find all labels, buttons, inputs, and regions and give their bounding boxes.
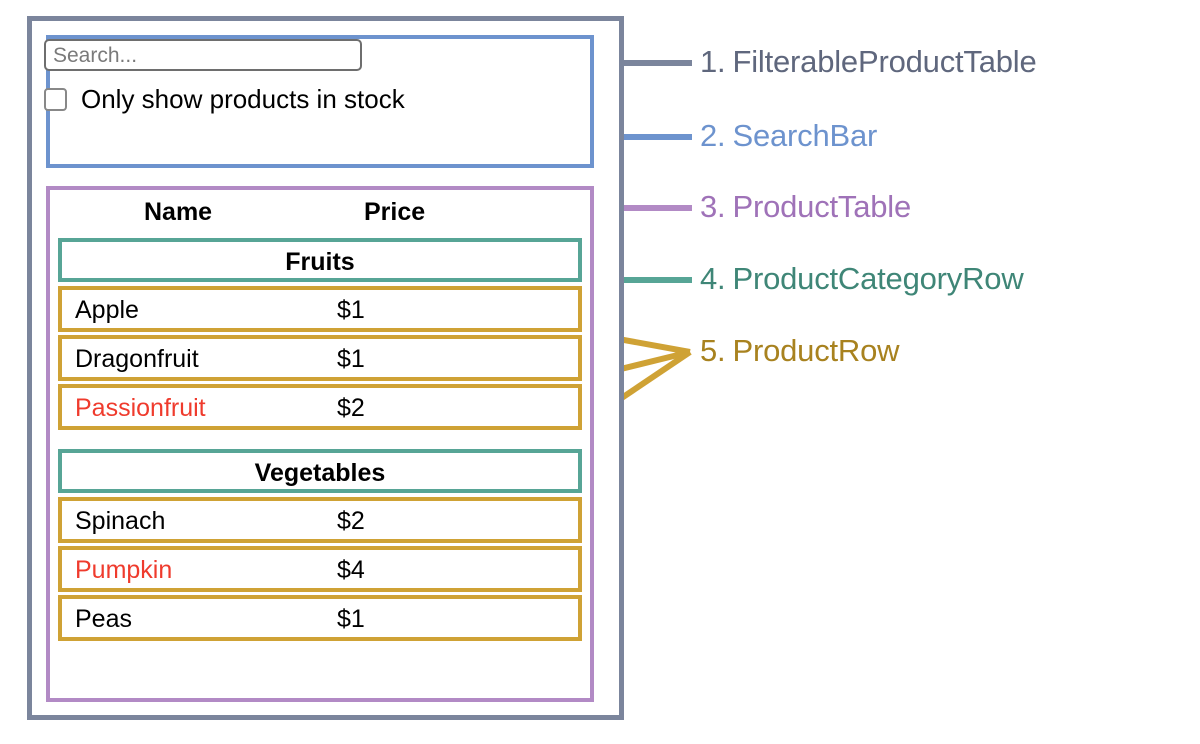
product-category-row: Vegetables <box>58 449 582 493</box>
category-label: Fruits <box>285 248 355 276</box>
legend-item-filterable-product-table: 1.FilterableProductTable <box>700 44 1037 80</box>
legend-number: 2. <box>700 118 726 153</box>
product-name: Passionfruit <box>75 394 206 422</box>
product-price: $2 <box>337 507 365 535</box>
product-row: Apple $1 <box>58 286 582 332</box>
product-name: Peas <box>75 605 132 633</box>
product-name: Apple <box>75 296 139 324</box>
legend-label: SearchBar <box>732 118 878 153</box>
product-row: Passionfruit $2 <box>58 384 582 430</box>
product-name: Pumpkin <box>75 556 173 584</box>
legend-item-search-bar: 2.SearchBar <box>700 118 877 154</box>
category-spacer <box>58 433 582 449</box>
product-row: Pumpkin $4 <box>58 546 582 592</box>
product-row: Peas $1 <box>58 595 582 641</box>
product-row: Spinach $2 <box>58 497 582 543</box>
product-price: $4 <box>337 556 365 584</box>
legend-label: ProductRow <box>732 333 900 368</box>
legend-label: ProductCategoryRow <box>732 261 1024 296</box>
legend-item-product-row: 5.ProductRow <box>700 333 900 369</box>
product-price: $2 <box>337 394 365 422</box>
search-input[interactable]: Search... <box>44 39 362 71</box>
column-header-name: Name <box>144 198 213 226</box>
in-stock-checkbox-row[interactable]: Only show products in stock <box>44 84 405 115</box>
legend-number: 5. <box>700 333 726 368</box>
table-header-row: Name Price <box>58 194 582 238</box>
product-price: $1 <box>337 345 365 373</box>
checkbox-icon[interactable] <box>44 88 67 111</box>
product-price: $1 <box>337 605 365 633</box>
product-table: Name Price Fruits Apple $1 Dragonfruit $… <box>58 194 582 644</box>
category-label: Vegetables <box>254 459 386 487</box>
product-category-row: Fruits <box>58 238 582 282</box>
product-price: $1 <box>337 296 365 324</box>
product-name: Spinach <box>75 507 166 535</box>
legend-number: 3. <box>700 189 726 224</box>
product-name: Dragonfruit <box>75 345 199 373</box>
product-row: Dragonfruit $1 <box>58 335 582 381</box>
legend-number: 1. <box>700 44 726 79</box>
column-header-price: Price <box>364 198 426 226</box>
legend-number: 4. <box>700 261 726 296</box>
legend-label: FilterableProductTable <box>732 44 1037 79</box>
legend-item-product-table: 3.ProductTable <box>700 189 911 225</box>
legend-item-product-category-row: 4.ProductCategoryRow <box>700 261 1024 297</box>
legend-label: ProductTable <box>732 189 912 224</box>
in-stock-checkbox-label: Only show products in stock <box>81 84 405 114</box>
